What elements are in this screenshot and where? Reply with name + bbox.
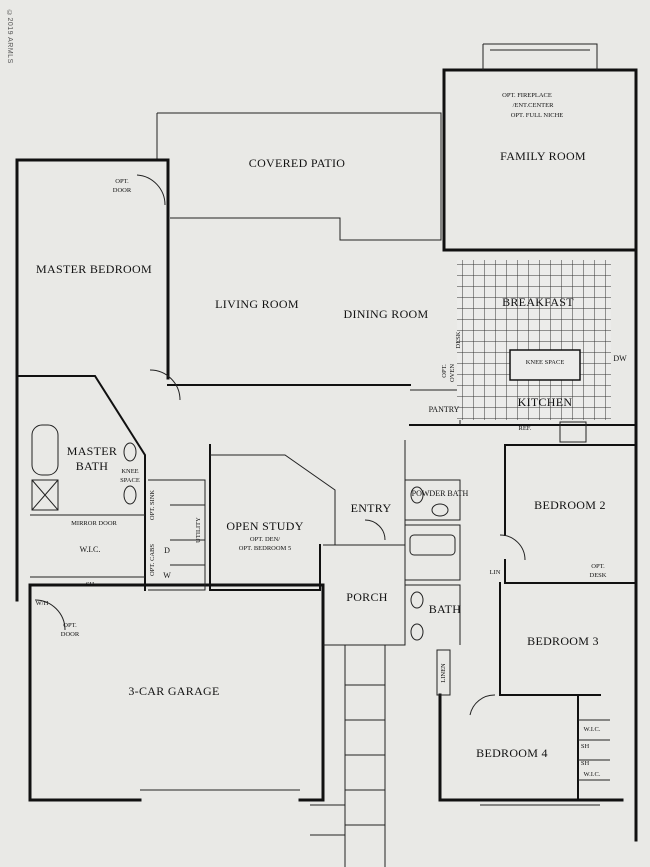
kitchen-island <box>509 349 581 381</box>
opt-bedroom-5-label: OPT. BEDROOM 5 <box>239 545 291 552</box>
opt-fireplace-label-1: OPT. FIREPLACE <box>502 92 552 99</box>
porch-label: PORCH <box>346 590 388 604</box>
opt-door-garage-2: DOOR <box>61 631 80 638</box>
mirror-door-label: MIRROR DOOR <box>71 520 117 527</box>
opt-door-master-2: DOOR <box>113 187 132 194</box>
dryer-label: D <box>164 546 170 555</box>
water-heater-label: W/H <box>36 600 49 607</box>
powder-bath-label: POWDER BATH <box>412 489 469 498</box>
dishwasher-label: DW <box>613 354 627 363</box>
open-study-label: OPEN STUDY <box>226 519 303 533</box>
entry-label: ENTRY <box>351 501 392 515</box>
master-bath-label-1: MASTER <box>67 444 117 458</box>
opt-fireplace-label-2: /ENT.CENTER <box>513 102 555 109</box>
opt-oven-1: OPT. <box>441 364 448 378</box>
covered-patio-label: COVERED PATIO <box>249 156 346 170</box>
knee-space-bath-1: KNEE <box>121 468 138 475</box>
knee-space-kitchen: KNEE SPACE <box>526 359 565 366</box>
opt-door-master-1: OPT. <box>115 178 129 185</box>
desk-vertical-label: DESK <box>455 331 462 348</box>
dining-room-label: DINING ROOM <box>344 307 429 321</box>
kitchen-tile-floor <box>457 260 611 420</box>
utility-label: UTILITY <box>195 517 202 543</box>
opt-den-label: OPT. DEN/ <box>250 536 280 543</box>
wic-bedroom-3-label: W.I.C. <box>584 726 601 733</box>
linen-label: LINEN <box>440 663 447 683</box>
opt-oven-2: OVEN <box>449 364 456 382</box>
pantry-label: PANTRY <box>429 405 460 414</box>
tub-fixture <box>31 424 59 476</box>
kitchen-label: KITCHEN <box>518 395 573 409</box>
opt-sink-label: OPT. SINK <box>149 490 156 521</box>
living-room-label: LIVING ROOM <box>215 297 299 311</box>
opt-desk-bed2-2: DESK <box>590 572 607 579</box>
wic-bedroom-4-label: W.I.C. <box>584 771 601 778</box>
master-bedroom-label: MASTER BEDROOM <box>36 262 152 276</box>
master-shelf-label: SH <box>86 581 95 588</box>
master-bath-label-2: BATH <box>76 459 109 473</box>
opt-door-garage-1: OPT. <box>63 622 77 629</box>
shelf-label-1: SH <box>581 743 590 750</box>
master-wic-label: W.I.C. <box>80 545 101 554</box>
garage-label: 3-CAR GARAGE <box>128 684 219 698</box>
washer-label: W <box>163 571 171 580</box>
family-room-label: FAMILY ROOM <box>500 149 586 163</box>
opt-desk-bed2-1: OPT. <box>591 563 605 570</box>
copyright-watermark: ©2019 ARMLS <box>6 10 13 64</box>
shower-fixture <box>31 479 59 511</box>
exterior-walls <box>15 43 638 867</box>
bedroom-2-label: BEDROOM 2 <box>534 498 606 512</box>
bath-label: BATH <box>429 602 462 616</box>
opt-cabs-label: OPT. CABS <box>149 544 156 576</box>
shelf-label-2: SH <box>581 760 590 767</box>
knee-space-bath-2: SPACE <box>120 477 140 484</box>
breakfast-label: BREAKFAST <box>502 295 574 309</box>
refrigerator-label: REF. <box>518 425 531 432</box>
opt-fireplace-label-3: OPT. FULL NICHE <box>511 112 564 119</box>
bedroom-3-label: BEDROOM 3 <box>527 634 599 648</box>
bedroom-4-label: BEDROOM 4 <box>476 746 548 760</box>
linen-small-label: LIN <box>490 569 501 576</box>
